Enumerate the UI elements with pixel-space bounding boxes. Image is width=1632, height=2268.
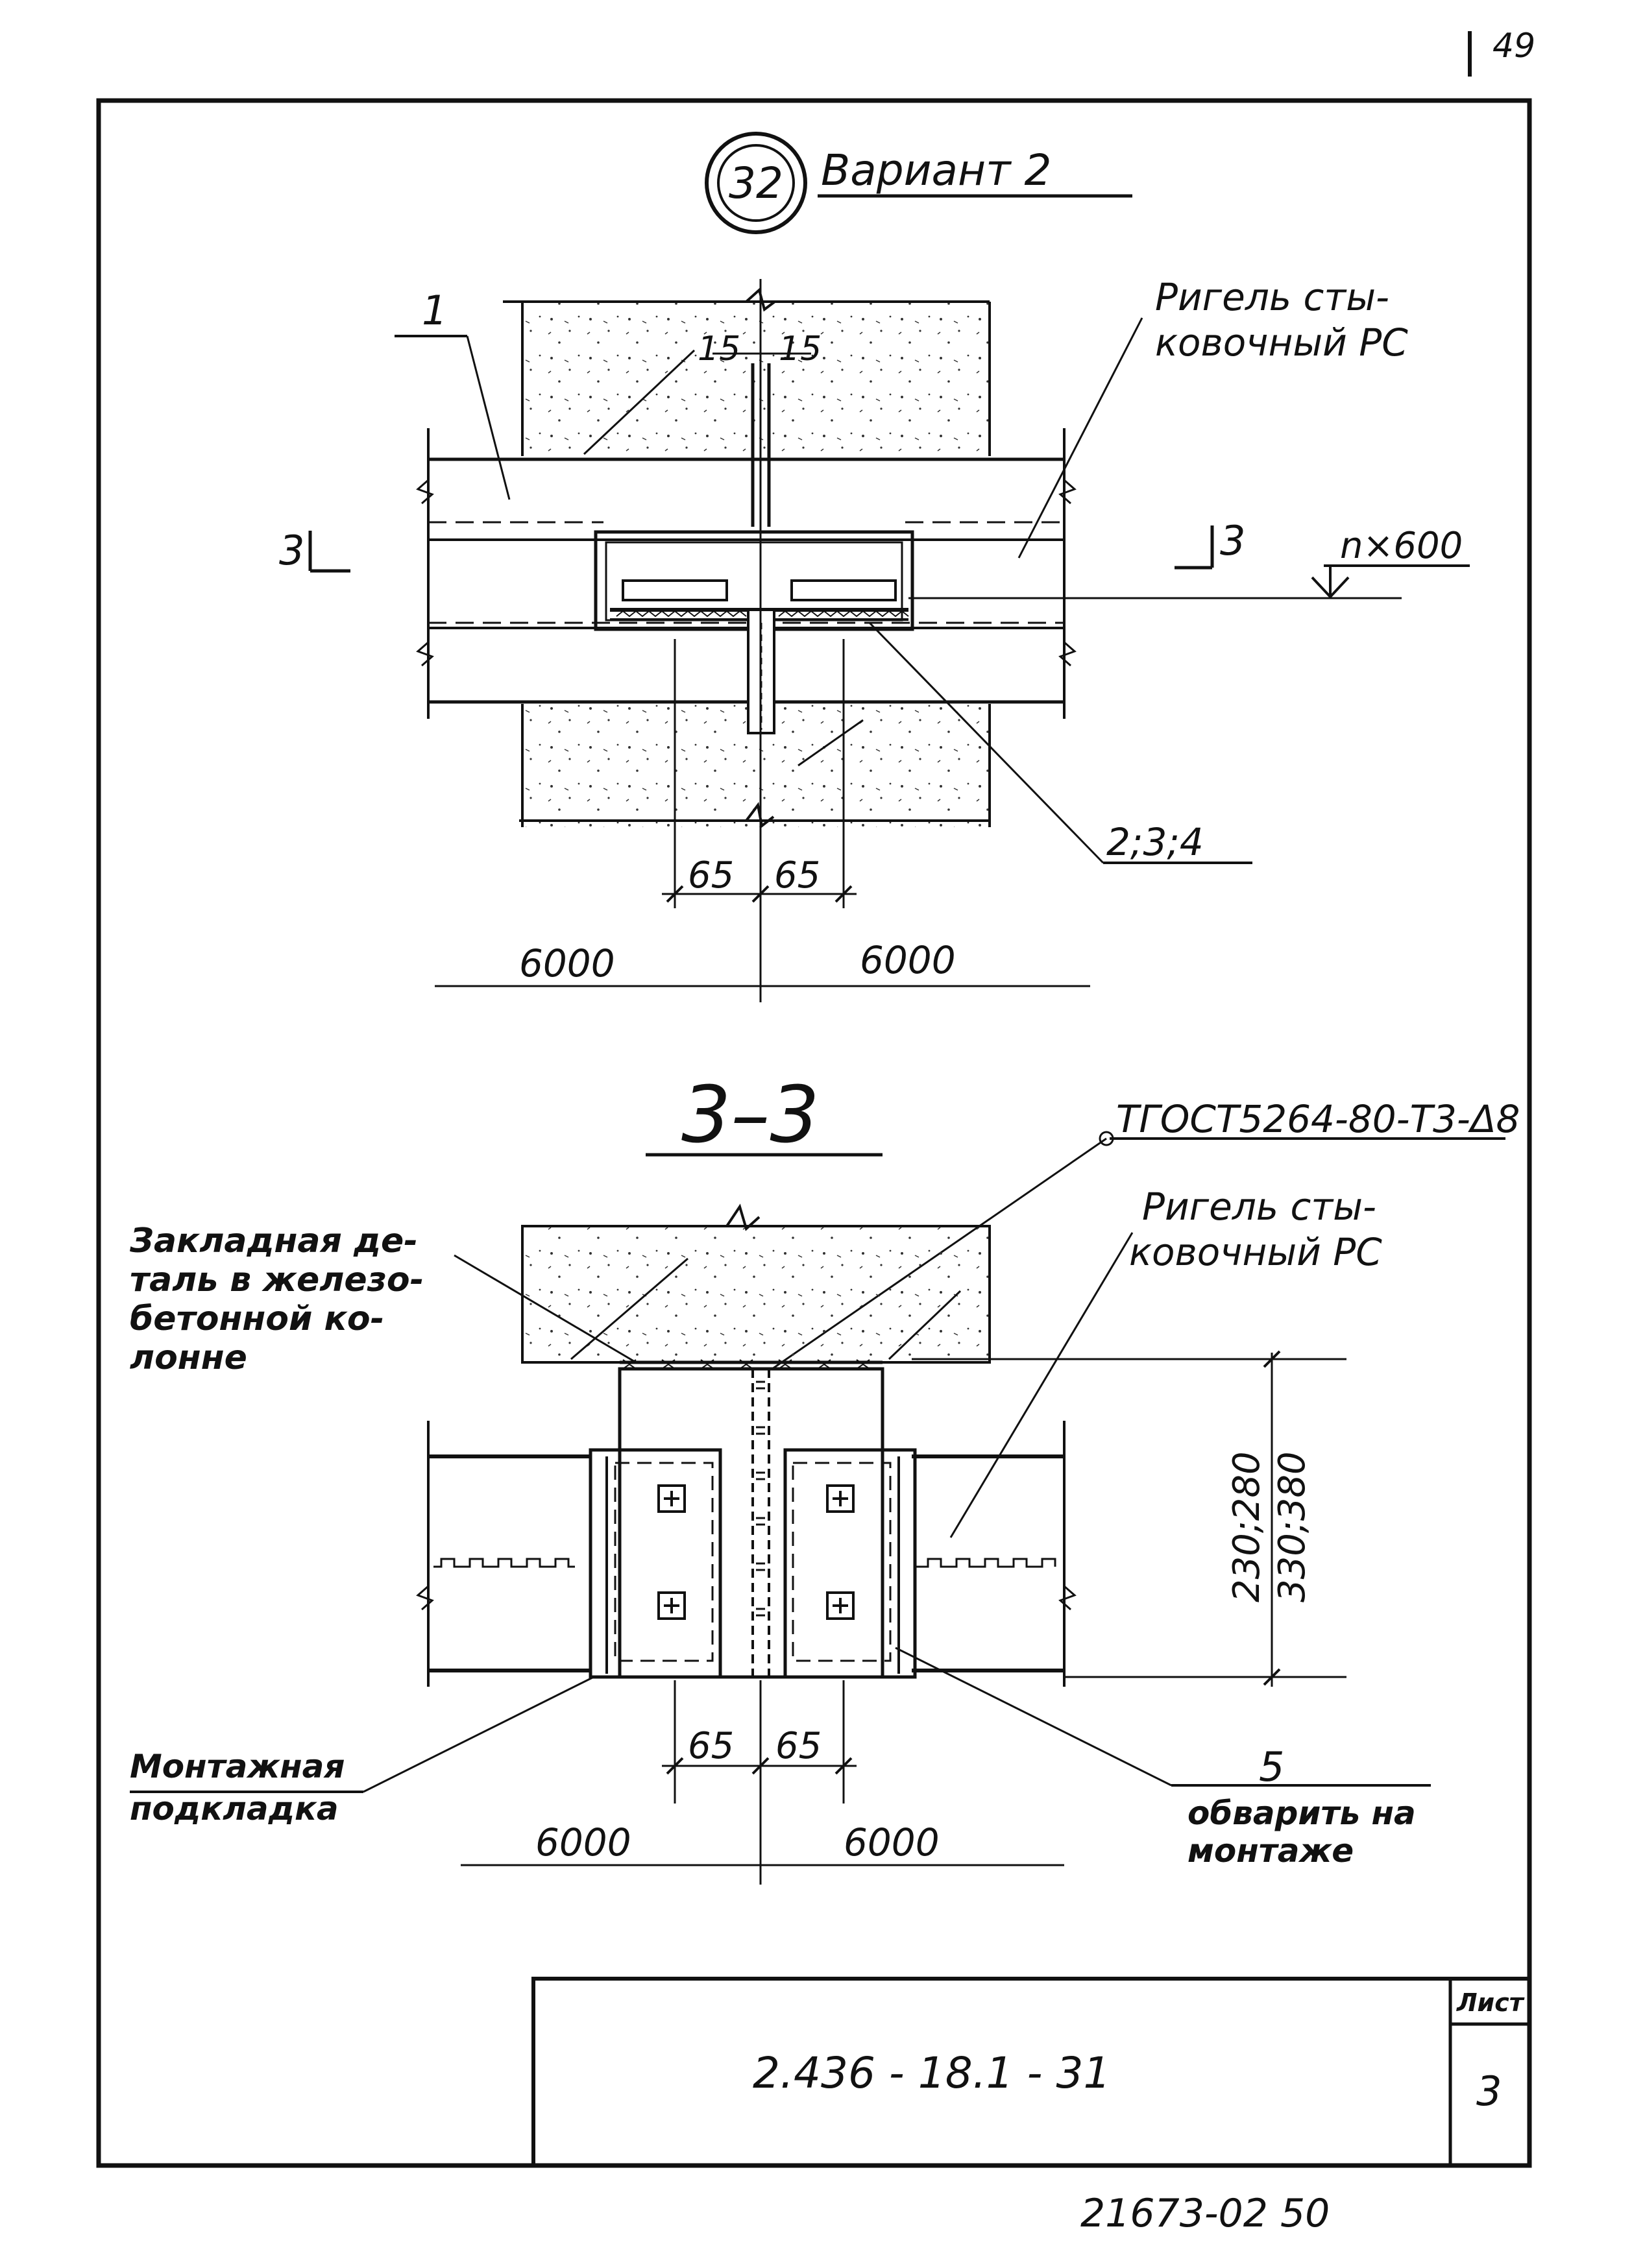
detail-header: 32 Вариант 2 (705, 132, 1132, 234)
item-1-label: 1 (422, 287, 447, 334)
section-dim-65-right: 65 (775, 1725, 822, 1767)
plan-rigel-label-1: Ригель сты- (1155, 275, 1389, 319)
document-code: 2.436 - 18.1 - 31 (753, 2048, 1110, 2098)
section-rigel-label-1: Ригель сты- (1142, 1185, 1376, 1229)
cut-mark-left: 3 (279, 527, 304, 574)
title-block: Лист 3 2.436 - 18.1 - 31 (531, 1977, 1531, 2167)
height-dim-1: 230;280 (1226, 1451, 1268, 1602)
height-dim-2: 330;380 (1271, 1451, 1313, 1602)
section-dim-6000-left: 6000 (535, 1820, 631, 1864)
mounting-label-1: Монтажная (130, 1748, 345, 1785)
embedded-label-4: лонне (130, 1338, 247, 1377)
spacing-label: n×600 (1340, 525, 1463, 567)
detail-number: 32 (729, 158, 783, 208)
cut-mark-right: 3 (1220, 517, 1245, 564)
section-title: 3–3 (681, 1070, 820, 1161)
embedded-label-2: таль в железо- (130, 1261, 424, 1299)
plan-dim-65-right: 65 (774, 854, 820, 897)
weld-note: ТГОСТ5264-80-Т3-Δ8 (1116, 1097, 1520, 1141)
section-dim-65-left: 65 (688, 1725, 734, 1767)
archive-number: 21673-02 50 (1080, 2191, 1330, 2236)
plan-dim-15-left: 15 (698, 330, 740, 368)
plan-rigel-label-2: ковочный РС (1155, 320, 1408, 365)
weld-on-site-label-2: монтаже (1187, 1832, 1354, 1870)
items-234-label: 2;3;4 (1106, 820, 1204, 864)
plan-dim-6000-right: 6000 (860, 938, 956, 982)
plan-dim-15-right: 15 (779, 330, 822, 368)
page-number: 49 (1492, 27, 1535, 66)
embedded-label-1: Закладная де- (129, 1222, 418, 1261)
section-dim-6000-right: 6000 (844, 1820, 940, 1864)
embedded-label-3: бетонной ко- (130, 1299, 384, 1338)
plan-dim-65-left: 65 (688, 854, 734, 897)
sheet-label: Лист (1456, 1988, 1525, 2017)
plan-dim-6000-left: 6000 (519, 941, 615, 985)
mounting-label-2: подкладка (130, 1790, 339, 1828)
weld-on-site-label-1: обварить на (1187, 1794, 1416, 1832)
section-3-3: 3–3 ТГОСТ5264-80-Т3-Δ8 (129, 1070, 1520, 1885)
item-5-label: 5 (1259, 1743, 1284, 1791)
plan-view: 1 Ригель сты- ковочный РС 15 15 3 3 n×60… (279, 275, 1470, 1002)
section-rigel-label-2: ковочный РС (1129, 1230, 1382, 1274)
sheet-number: 3 (1476, 2068, 1502, 2115)
detail-title: Вариант 2 (821, 145, 1052, 195)
